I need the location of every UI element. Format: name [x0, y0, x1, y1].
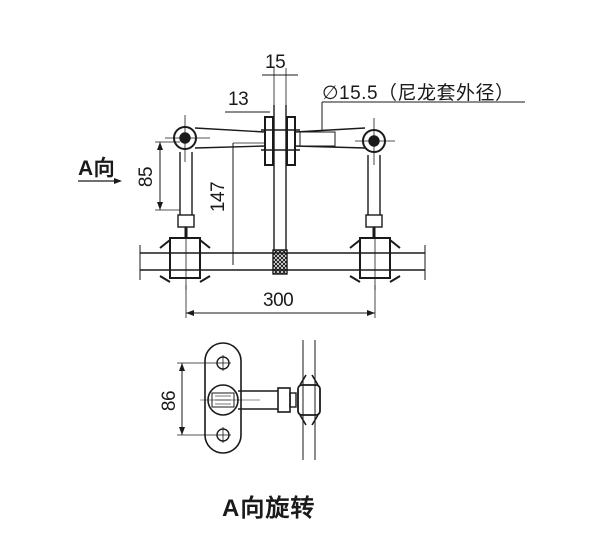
dim-arm-height: 85 — [136, 166, 158, 188]
nylon-sleeve-note: ∅15.5（尼龙套外径） — [322, 83, 515, 104]
dim-span: 300 — [263, 290, 294, 311]
rotated-view — [177, 340, 321, 460]
view-direction-label: A向 — [78, 157, 116, 180]
front-view — [78, 68, 525, 318]
dim-plate-hole-spacing: 86 — [159, 390, 181, 412]
dim-offset-width: 13 — [228, 89, 249, 110]
dim-top-width: 15 — [265, 52, 286, 73]
rotated-view-title: A向旋转 — [222, 495, 316, 522]
dim-overall-height: 147 — [208, 181, 230, 213]
